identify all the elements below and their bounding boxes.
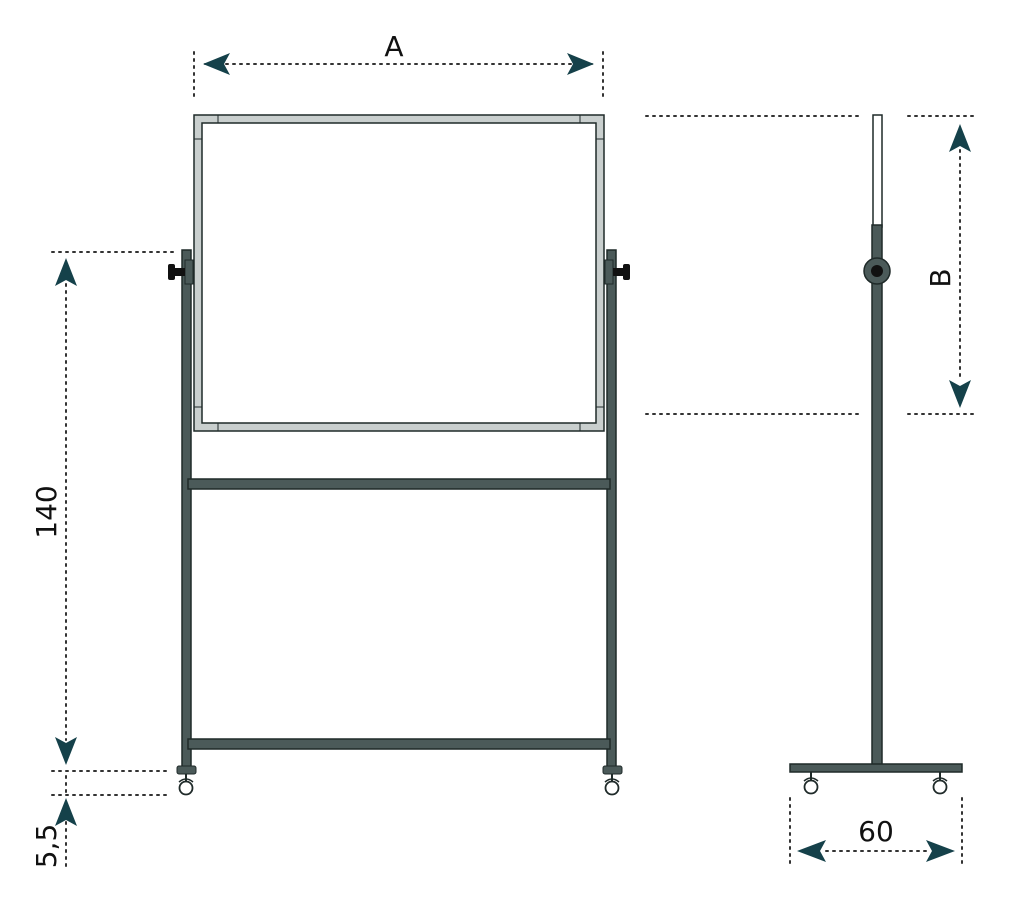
dimension-5-5-label: 5,5 xyxy=(30,824,63,869)
dimension-a: A xyxy=(193,30,604,101)
dimension-a-label: A xyxy=(384,30,403,63)
side-view: B 60 xyxy=(645,114,979,869)
arrow-up-icon xyxy=(55,258,77,286)
caster-icon xyxy=(803,772,819,795)
board-edge xyxy=(872,114,883,228)
left-post xyxy=(181,249,192,769)
knob-icon xyxy=(168,259,194,285)
dimension-60: 60 xyxy=(789,797,963,869)
dimension-b: B xyxy=(645,115,979,415)
whiteboard-panel xyxy=(193,114,605,432)
arrow-up-icon xyxy=(949,124,971,152)
side-base xyxy=(789,763,963,773)
arrow-down-icon xyxy=(949,380,971,408)
arrow-left-icon xyxy=(203,53,230,75)
dimension-140-label: 140 xyxy=(30,485,63,538)
dimension-b-label: B xyxy=(924,268,957,287)
dimension-140: 140 xyxy=(30,251,176,772)
knob-icon xyxy=(604,259,630,285)
arrow-right-icon xyxy=(567,53,594,75)
arrow-right-icon xyxy=(926,840,955,862)
dimension-5-5: 5,5 xyxy=(30,775,171,869)
dimension-60-label: 60 xyxy=(858,815,894,848)
upper-crossbar xyxy=(187,478,611,490)
caster-icon xyxy=(932,772,948,795)
lower-crossbar xyxy=(187,738,611,750)
arrow-left-icon xyxy=(797,840,826,862)
right-post xyxy=(606,249,617,769)
pivot-icon xyxy=(863,257,891,285)
arrow-up-icon xyxy=(55,798,77,826)
caster-icon xyxy=(176,765,197,796)
side-post xyxy=(871,224,883,768)
caster-icon xyxy=(602,765,623,796)
front-view: A xyxy=(30,30,630,869)
arrow-down-icon xyxy=(55,737,77,765)
